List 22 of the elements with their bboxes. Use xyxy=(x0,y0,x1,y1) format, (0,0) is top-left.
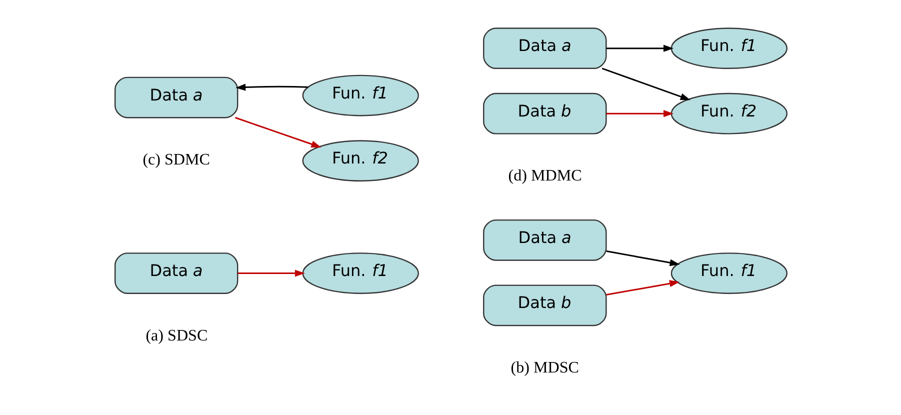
node-ellipse: Fun. f1 xyxy=(302,74,418,116)
node-ellipse: Fun. f1 xyxy=(670,28,788,70)
arrow xyxy=(234,116,321,148)
arrow xyxy=(606,44,674,52)
arrow xyxy=(601,68,690,100)
node-ellipse: Fun. f1 xyxy=(302,252,418,294)
label: (b) MDSC xyxy=(510,359,578,376)
arrow xyxy=(237,270,305,277)
label: (d) MDMC xyxy=(508,168,582,185)
node-box: Data b xyxy=(482,92,606,134)
arrow xyxy=(235,84,308,91)
arrow xyxy=(606,280,680,296)
node-box: Data a xyxy=(114,252,238,294)
label: (c) SDMC xyxy=(142,152,210,169)
arrow xyxy=(606,250,680,266)
node-box: Data b xyxy=(482,284,606,326)
label: (a) SDSC xyxy=(145,327,208,344)
node-box: Data a xyxy=(482,219,606,261)
node-box: Data a xyxy=(482,28,606,70)
node-box: Data a xyxy=(114,76,238,118)
arrow xyxy=(606,110,674,118)
node-ellipse: Fun. f1 xyxy=(670,252,788,294)
